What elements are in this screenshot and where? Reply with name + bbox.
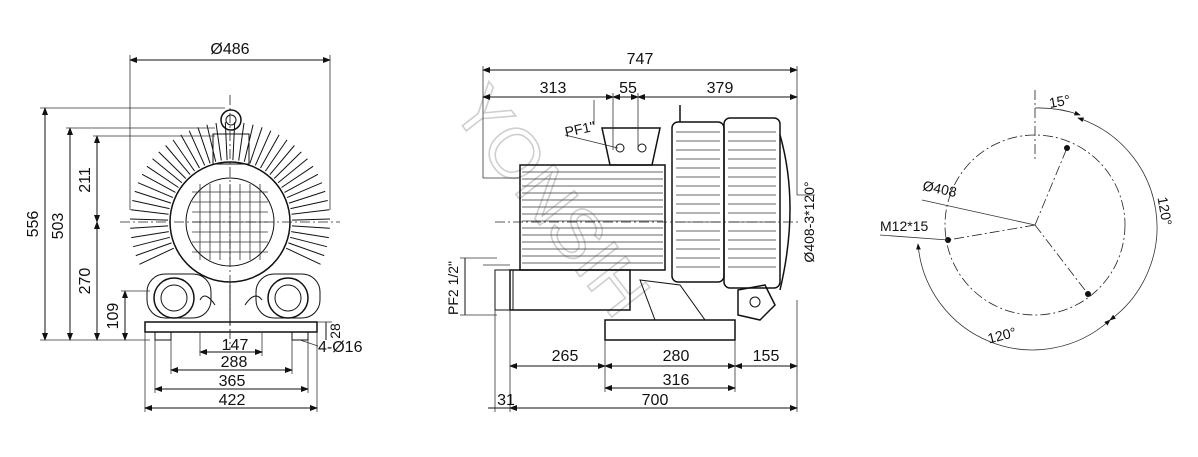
- fin: [215, 122, 222, 161]
- fin: [141, 173, 176, 193]
- base-frame: [604, 319, 736, 341]
- flange-outlet: [737, 284, 776, 321]
- dim-base-155: 155: [753, 348, 780, 365]
- fin: [286, 182, 323, 199]
- outlet-port: [255, 273, 321, 319]
- fin: [291, 225, 330, 229]
- dim-holes-4-d16: 4-Ø16: [318, 339, 363, 356]
- motor-ribs: [522, 171, 663, 264]
- fin: [132, 236, 171, 248]
- fin: [291, 209, 330, 215]
- front-view: Ø486 556 503 211 270 109 28 4-Ø16 147: [25, 41, 363, 412]
- fin: [146, 165, 179, 188]
- fin: [172, 139, 196, 172]
- fin: [281, 165, 314, 188]
- fin: [180, 134, 200, 169]
- outlet-pipe: [509, 269, 631, 311]
- fin: [284, 173, 319, 193]
- fin: [165, 145, 191, 175]
- label-angle-120-bottom: 120°: [986, 324, 1018, 347]
- fin: [135, 242, 172, 257]
- fin: [269, 145, 295, 175]
- label-angle-15: 15°: [1048, 92, 1072, 111]
- blower-ribs: [676, 131, 776, 268]
- fin: [131, 231, 169, 239]
- dim-length-379: 379: [707, 80, 734, 97]
- terminal-box: [212, 133, 250, 165]
- fin: [152, 158, 183, 184]
- dim-height-211: 211: [77, 167, 94, 193]
- label-pf1: PF1": [563, 118, 596, 140]
- fin: [130, 209, 169, 215]
- dim-length-55: 55: [619, 80, 637, 97]
- dim-base-265: 265: [552, 348, 579, 365]
- dim-base-31: 31: [497, 392, 515, 409]
- dim-length-313: 313: [540, 80, 567, 97]
- dim-height-503: 503: [50, 213, 67, 240]
- side-view: 747 313 55 379 PF1" Ø408-3*120° PF2 1/2"…: [445, 51, 817, 412]
- inlet-port: [146, 273, 212, 319]
- bolt-hole-top: [1064, 145, 1070, 151]
- lifting-eye: [220, 109, 242, 131]
- fin: [206, 124, 217, 162]
- fin: [249, 127, 263, 164]
- fin: [238, 122, 245, 161]
- dim-height-270: 270: [77, 268, 94, 295]
- fin: [288, 190, 326, 204]
- dim-height-556: 556: [25, 211, 42, 238]
- fin: [132, 200, 170, 210]
- dim-base-280: 280: [663, 348, 690, 365]
- fin: [273, 151, 302, 179]
- dim-height-109: 109: [105, 303, 122, 330]
- label-flange-pcd: Ø408-3*120°: [801, 181, 817, 262]
- dim-width-288: 288: [221, 354, 248, 371]
- fin: [291, 218, 331, 221]
- dim-length-747: 747: [627, 51, 654, 68]
- fin: [260, 134, 280, 169]
- fin: [232, 122, 236, 161]
- blower-housing-2: [723, 117, 781, 289]
- watermark: YONSIH: [437, 70, 665, 331]
- fin: [130, 225, 169, 229]
- label-pcd-408: Ø408: [921, 177, 958, 200]
- fin: [137, 182, 174, 199]
- fin: [264, 139, 288, 172]
- fin: [129, 218, 169, 221]
- fin: [288, 242, 325, 257]
- fin: [254, 130, 272, 166]
- dim-foot-28: 28: [327, 323, 343, 339]
- dim-base-700: 700: [642, 392, 669, 409]
- fin: [285, 247, 321, 265]
- fin: [188, 130, 206, 166]
- dim-width-365: 365: [219, 373, 246, 390]
- svg-text:YONSIH: YONSIH: [438, 71, 665, 331]
- fin: [134, 190, 172, 204]
- fin: [289, 236, 328, 248]
- dim-base-316: 316: [663, 372, 690, 389]
- fin: [158, 151, 187, 179]
- bolt-hole-bottom: [1085, 291, 1091, 297]
- fin: [139, 247, 175, 265]
- fin: [197, 127, 211, 164]
- terminal-box-side: [601, 127, 661, 166]
- label-bolt-m12x15: M12*15: [880, 218, 928, 234]
- flange-pattern-view: 15° 120° 120° Ø408 M12*15: [879, 90, 1176, 351]
- fin: [290, 200, 328, 210]
- fin: [291, 231, 329, 239]
- base-plate: [144, 321, 318, 333]
- dim-width-422: 422: [219, 392, 246, 409]
- dim-width-147: 147: [222, 337, 249, 354]
- label-angle-120-right: 120°: [1155, 195, 1176, 226]
- label-pf2-1-2: PF2 1/2": [445, 261, 461, 315]
- fin: [277, 158, 308, 184]
- dim-diameter-486: Ø486: [210, 41, 249, 58]
